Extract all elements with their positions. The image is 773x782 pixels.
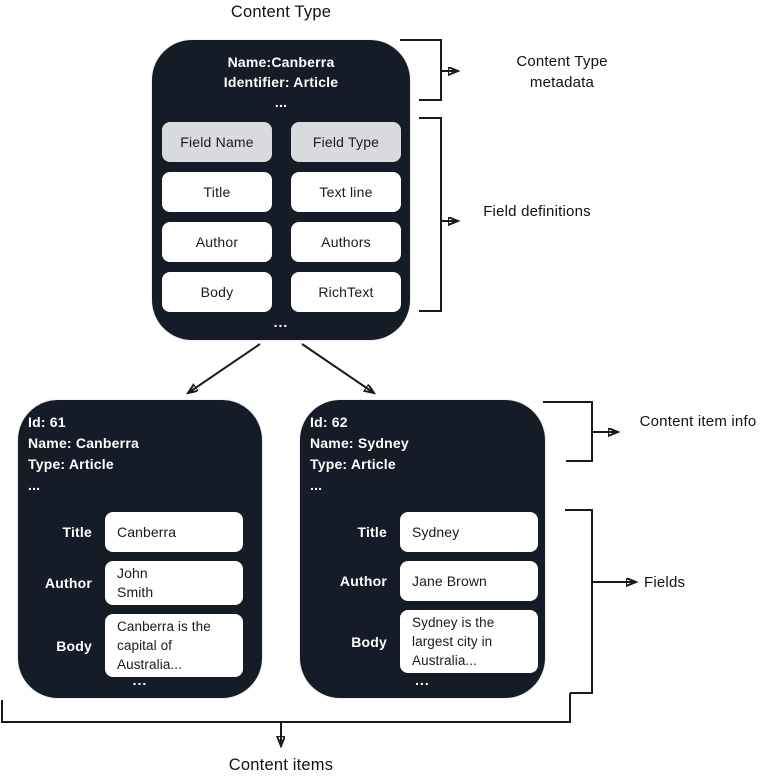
metadata-ellipsis: ... (274, 94, 288, 110)
field-type-cell: Text line (291, 172, 401, 212)
field-list-ellipsis: ... (273, 314, 289, 330)
field-type-header: Field Type (291, 122, 401, 162)
item-info-ellipsis: ... (28, 477, 41, 493)
field-name-cell: Body (162, 272, 272, 312)
annotation-content-item-info: Content item info (639, 413, 757, 430)
fields-bracket (565, 509, 636, 694)
diagram-title: Content Type (230, 3, 332, 21)
annotation-field-definitions: Field definitions (483, 203, 591, 220)
field-label: Body (56, 637, 92, 654)
content-type-identifier: Identifier: Article (223, 74, 339, 90)
content-item-info-block: Id: 61 Name: Canberra Type: Article ... (28, 412, 252, 496)
field-name-header: Field Name (162, 122, 272, 162)
field-row-title: Title Canberra (18, 512, 262, 552)
field-label: Author (44, 575, 92, 591)
field-label: Author (339, 573, 387, 589)
content-items-bracket (1, 693, 571, 746)
item-id: Id: 61 (28, 414, 66, 430)
item-fields: Title Sydney Author Jane Brown Body Sydn… (300, 512, 545, 673)
field-row-author: Author Jane Brown (300, 561, 545, 601)
item-name: Name: Canberra (28, 435, 139, 451)
field-row-title: Title Sydney (300, 512, 545, 552)
content-item-box-sydney: Id: 62 Name: Sydney Type: Article ... Ti… (300, 400, 545, 698)
field-value: Sydney (400, 512, 538, 552)
item-fields: Title Canberra Author John Smith Body Ca… (18, 512, 262, 677)
content-item-info-bracket (543, 401, 618, 462)
item-type: Type: Article (310, 456, 396, 472)
field-definitions-table: Field Name Field Type Title Text line Au… (162, 122, 401, 312)
field-row-body: Body Canberra is the capital of Australi… (18, 614, 262, 677)
item-type: Type: Article (28, 456, 114, 472)
item-fields-ellipsis: ... (415, 672, 430, 688)
field-name-cell: Title (162, 172, 272, 212)
field-value: Canberra is the capital of Australia... (105, 614, 243, 677)
item-fields-ellipsis: ... (132, 672, 148, 688)
field-definitions-bracket (419, 117, 458, 312)
field-value: John Smith (105, 561, 243, 605)
annotation-content-items: Content items (228, 756, 334, 774)
field-type-cell: Authors (291, 222, 401, 262)
content-type-metadata-block: Name:Canberra Identifier: Article ... (152, 52, 410, 112)
annotation-fields: Fields (644, 574, 686, 591)
field-row-body: Body Sydney is the largest city in Austr… (300, 610, 545, 673)
field-label: Body (351, 633, 387, 650)
annotation-content-type-metadata: Content Type metadata (516, 53, 608, 91)
content-type-box: Name:Canberra Identifier: Article ... Fi… (152, 40, 410, 340)
field-row-author: Author John Smith (18, 561, 262, 605)
content-type-name: Name:Canberra (227, 54, 335, 70)
field-type-cell: RichText (291, 272, 401, 312)
field-value: Sydney is the largest city in Australia.… (400, 610, 538, 673)
item-id: Id: 62 (310, 414, 348, 430)
type-to-items-arrows (188, 343, 374, 393)
item-name: Name: Sydney (310, 435, 409, 451)
field-name-cell: Author (162, 222, 272, 262)
field-value: Jane Brown (400, 561, 538, 601)
item-info-ellipsis: ... (310, 477, 323, 493)
field-value: Canberra (105, 512, 243, 552)
field-label: Title (357, 524, 387, 540)
field-label: Title (62, 524, 92, 540)
content-item-box-canberra: Id: 61 Name: Canberra Type: Article ... … (18, 400, 262, 698)
content-item-info-block: Id: 62 Name: Sydney Type: Article ... (310, 412, 535, 496)
